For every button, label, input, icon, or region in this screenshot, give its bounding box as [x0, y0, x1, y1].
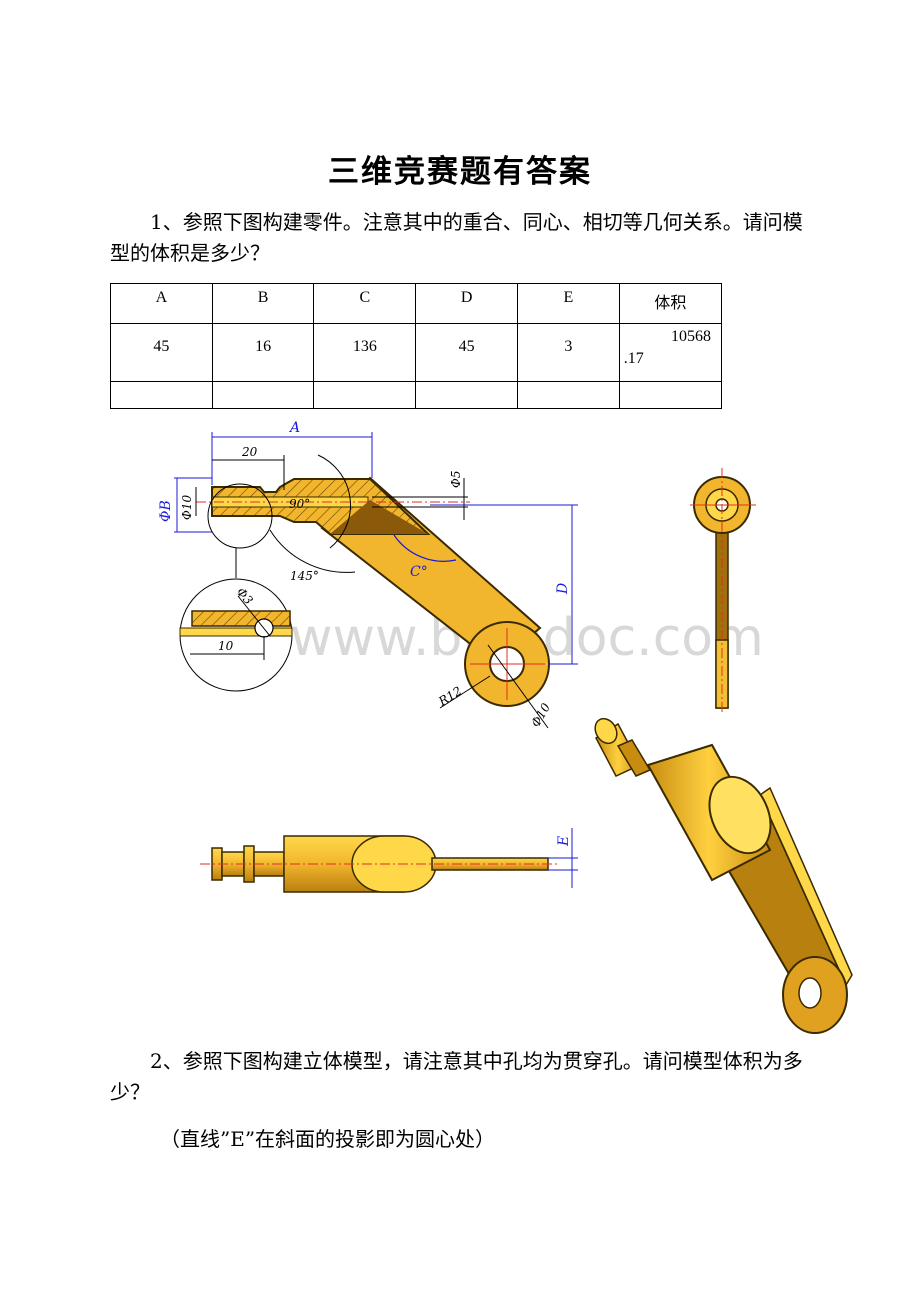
value-d: 45 — [415, 323, 519, 382]
value-volume: 10568 .17 — [618, 323, 723, 382]
volume-integer: 10568 — [671, 328, 711, 345]
detail-section — [191, 610, 291, 627]
question-2-text: 2、参照下图构建立体模型，请注意其中孔均为贯穿孔。请问模型体积为多少？ — [110, 1046, 810, 1108]
empty-cell — [110, 381, 213, 409]
iso-arm-top — [759, 786, 853, 987]
angle-c-label: C° — [410, 564, 428, 580]
header-volume: 体积 — [618, 283, 723, 324]
detail-marker-circle — [207, 483, 273, 549]
question-1-body: 1、参照下图构建零件。注意其中的重合、同心、相切等几何关系。请问模型的体积是多少… — [110, 210, 803, 265]
dim-r12-leader — [439, 675, 491, 709]
section-shade — [330, 500, 428, 534]
dim-d3-leader — [237, 595, 271, 637]
question-1-text: 1、参照下图构建零件。注意其中的重合、同心、相切等几何关系。请问模型的体积是多少… — [110, 207, 810, 269]
dim-d10-label: Φ10 — [180, 495, 194, 520]
angle-145-arc — [269, 529, 356, 573]
empty-cell — [415, 381, 519, 409]
iso-view — [594, 717, 853, 1034]
table-empty-row — [110, 381, 723, 409]
dim-20-label: 20 — [241, 445, 258, 459]
dim-d-label: D — [555, 583, 571, 595]
header-e: E — [517, 283, 620, 324]
empty-cell — [517, 381, 620, 409]
iso-tip-face — [594, 717, 618, 745]
dim-eye-label: Φ10 — [528, 700, 553, 729]
dim-10-label: 10 — [218, 639, 234, 653]
angle-90-label: 90° — [289, 497, 310, 511]
dim-a-label: A — [288, 420, 300, 436]
header-b: B — [211, 283, 315, 324]
question-2-note: （直线”E”在斜面的投影即为圆心处） — [160, 1127, 496, 1151]
dim-d5-label: Φ5 — [449, 471, 463, 488]
header-d: D — [415, 283, 519, 324]
front-view: A 20 ΦB Φ10 Φ5 90° 145° C° D R12 — [158, 420, 578, 730]
volume-decimal: .17 — [623, 350, 644, 367]
angle-90-arc — [317, 454, 351, 549]
dim-r12-label: R12 — [435, 684, 464, 709]
empty-cell — [618, 381, 723, 409]
iso-neck — [616, 739, 652, 777]
empty-cell — [211, 381, 315, 409]
angle-c-arc — [393, 534, 457, 562]
question-2-body: 2、参照下图构建立体模型，请注意其中孔均为贯穿孔。请问模型体积为多少？ — [110, 1049, 803, 1104]
header-c: C — [313, 283, 417, 324]
detail-groove — [179, 627, 293, 637]
angle-145-label: 145° — [290, 569, 319, 583]
value-c: 136 — [313, 323, 417, 382]
dim-b-label: ΦB — [158, 500, 174, 522]
answer-table: A B C D E 体积 45 16 136 45 3 10568 .17 — [110, 283, 723, 409]
dim-e-label: E — [556, 836, 572, 847]
top-view: E — [200, 828, 578, 893]
header-a: A — [110, 283, 213, 324]
iso-face — [708, 775, 772, 855]
empty-cell — [313, 381, 417, 409]
page-title: 三维竞赛题有答案 — [328, 154, 592, 190]
dim-eye-leader — [487, 644, 549, 729]
side-view — [690, 468, 756, 715]
iso-eye-hole — [798, 977, 822, 1009]
table-value-row: 45 16 136 45 3 10568 .17 — [110, 323, 723, 382]
table-header-row: A B C D E 体积 — [110, 283, 723, 324]
